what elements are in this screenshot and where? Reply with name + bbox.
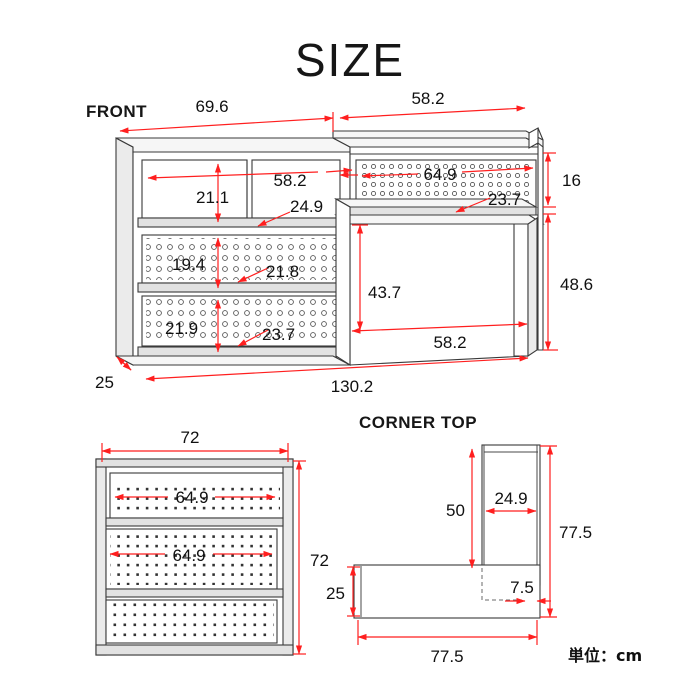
dimtext-upper-left-depth: 24.9 <box>290 197 323 216</box>
dimline-right-pegboard-height <box>455 197 491 213</box>
bl-right-post <box>282 458 294 656</box>
dimline-top-left-width <box>119 115 334 134</box>
bl-top-board <box>95 458 294 468</box>
dimtext-lower-pegboard-width: 23.7 <box>262 325 295 344</box>
dimtext-ct-horizontal-arm-height: 25 <box>326 584 345 603</box>
dimtext-right-pegboard-height: 23.7 <box>488 190 521 209</box>
dimtext-mid-pegboard-width: 21.8 <box>266 262 299 281</box>
dimtext-top-left-width: 69.6 <box>195 97 228 116</box>
front-right-leg-side <box>527 216 538 358</box>
dimline-upper-left-shelf-width-b <box>325 167 353 174</box>
page-title: SIZE <box>295 34 405 86</box>
dimline-overall-width <box>145 355 529 382</box>
front-right-top-board-front <box>349 146 544 155</box>
dimline-upper-left-depth <box>257 211 291 227</box>
dimtext-bl-top-pegboard-width: 64.9 <box>175 488 208 507</box>
dimtext-bl-height: 72 <box>310 551 329 570</box>
dimline-mid-pegboard-width <box>237 267 269 283</box>
front-right-outer-post <box>537 141 544 351</box>
bl-bottom-board <box>95 644 294 656</box>
front-right-cap-edge <box>537 127 544 141</box>
front-left-side-panel <box>115 137 134 366</box>
ct-vertical-arm <box>481 444 541 586</box>
dimtext-upper-left-shelf-width: 58.2 <box>273 171 306 190</box>
bl-mid-pegboard-holes <box>110 533 274 585</box>
dimtext-ct-notch-width: 7.5 <box>510 578 534 597</box>
front-view-dimensions: 69.6 58.2 58.2 21.1 24.9 64.9 23.7 16 48… <box>95 89 593 396</box>
dimtext-depth: 25 <box>95 373 114 392</box>
dimtext-lower-right-span: 58.2 <box>433 333 466 352</box>
ct-notch-dashed <box>481 568 522 601</box>
dimtext-ct-overall-height: 77.5 <box>559 523 592 542</box>
front-mid-pegboard-holes <box>146 238 336 280</box>
dimtext-right-leg-height: 48.6 <box>560 275 593 294</box>
front-left-unit-right-post <box>335 198 351 367</box>
bl-lower-pegboard-holes <box>110 603 274 641</box>
front-right-upper-box-bottom-depth <box>334 214 545 225</box>
bl-shelf-mid <box>105 588 284 598</box>
dimtext-upper-left-shelf-height: 21.1 <box>196 188 229 207</box>
bl-left-post <box>95 458 107 656</box>
front-left-shelf-mid <box>137 282 345 293</box>
front-left-shelf-upper <box>137 217 345 228</box>
dimline-right-pegboard-width-c <box>461 165 534 173</box>
front-lower-pegboard-holes <box>146 299 336 343</box>
dimtext-bl-mid-pegboard-width: 64.9 <box>172 546 205 565</box>
bottom-left-elevation-view: 72 72 64.9 64.9 <box>95 428 329 656</box>
dimtext-top-right-width: 58.2 <box>411 89 444 108</box>
dimtext-right-upper-height: 16 <box>562 171 581 190</box>
dimline-upper-left-shelf-width <box>147 171 319 181</box>
corner-top-plan-view: 50 24.9 77.5 25 7.5 77.5 <box>326 444 592 666</box>
bl-shelf-upper <box>105 517 284 527</box>
ct-horizontal-arm <box>353 564 541 619</box>
dimtext-left-cabinet-height: 43.7 <box>368 283 401 302</box>
front-left-upper-compartment-a <box>141 159 248 219</box>
dimtext-ct-vertical-arm-width: 24.9 <box>494 489 527 508</box>
dimtext-mid-pegboard-height: 19.4 <box>172 255 205 274</box>
front-left-upper-compartment-b <box>251 159 341 219</box>
dimtext-ct-overall-width: 77.5 <box>430 647 463 666</box>
dimtext-bl-width: 72 <box>181 428 200 447</box>
front-left-base-depth <box>115 355 351 366</box>
section-label-front: FRONT <box>86 102 147 121</box>
dimline-lower-pegboard-width <box>237 329 269 347</box>
bl-upper-pegboard-holes <box>112 481 280 511</box>
dimtext-lower-pegboard-height: 21.9 <box>165 319 198 338</box>
dimline-lower-right-span <box>351 321 528 334</box>
dimline-depth-b <box>116 356 132 371</box>
section-label-corner-top: CORNER TOP <box>359 413 477 432</box>
dimtext-ct-vertical-arm-length: 50 <box>446 501 465 520</box>
front-right-leg <box>513 223 529 357</box>
front-left-top-board <box>115 137 351 153</box>
dimtext-overall-width: 130.2 <box>331 377 374 396</box>
dimline-right-pegboard-width-b <box>361 172 419 179</box>
front-right-top-board-face <box>332 137 544 148</box>
unit-label: 単位：cm <box>568 646 642 665</box>
dimtext-right-pegboard-width: 64.9 <box>423 165 456 184</box>
dimline-top-right-width <box>339 105 526 121</box>
